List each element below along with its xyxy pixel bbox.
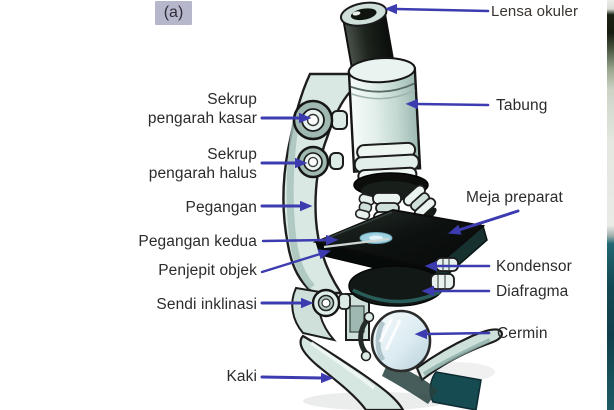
condenser-knob — [430, 257, 459, 290]
objective-right — [402, 184, 437, 220]
label-pegangan: Pegangan — [185, 199, 257, 216]
label-tabung: Tabung — [496, 97, 548, 114]
label-sekrup-pengarah-kasar: Sekrup pengarah kasar — [60, 90, 257, 128]
arm-shade — [286, 119, 315, 290]
label-kaki: Kaki — [226, 368, 257, 385]
fine-knob — [296, 145, 344, 179]
base-front-leg-highlight — [310, 341, 376, 390]
base-rear-leg-shade — [422, 338, 491, 376]
label-line: pengarah halus — [148, 165, 257, 182]
arrow-kaki — [260, 372, 334, 384]
inclination-joint — [311, 288, 351, 318]
label-line: pengarah kasar — [147, 110, 257, 127]
label-cermin: Cermin — [497, 325, 548, 342]
panel-label-badge: (a) — [155, 1, 192, 25]
label-diafragma: Diafragma — [496, 283, 569, 300]
arrow-pegangan-kedua — [261, 234, 339, 246]
mirror-under-shadow — [382, 362, 438, 404]
tube — [347, 56, 422, 185]
arrow-cermin — [414, 328, 491, 340]
label-sekrup-pengarah-halus: Sekrup pengarah halus — [60, 145, 257, 183]
label-line: Sekrup — [207, 146, 257, 163]
label-penjepit-objek: Penjepit objek — [158, 262, 257, 279]
arrow-tabung — [405, 98, 490, 110]
arrow-lensa-okuler — [384, 3, 490, 15]
label-lensa-okuler: Lensa okuler — [491, 3, 579, 20]
arrow-penjepit-objek — [260, 249, 331, 274]
stage-clip — [323, 237, 390, 249]
objective-left — [354, 193, 376, 220]
label-pegangan-kedua: Pegangan kedua — [138, 233, 257, 250]
label-meja-preparat: Meja preparat — [466, 189, 563, 206]
mirror-fork — [358, 311, 375, 362]
arrow-meja-preparat — [448, 209, 520, 235]
adjacent-image-edge-strip — [607, 0, 614, 410]
label-sendi-inklinasi: Sendi inklinasi — [156, 296, 257, 313]
label-kondensor: Kondensor — [496, 258, 572, 275]
annotation-arrows — [260, 3, 520, 384]
substage-pillar-inner — [349, 305, 365, 333]
mirror — [370, 309, 432, 373]
label-line: Sekrup — [207, 91, 257, 108]
